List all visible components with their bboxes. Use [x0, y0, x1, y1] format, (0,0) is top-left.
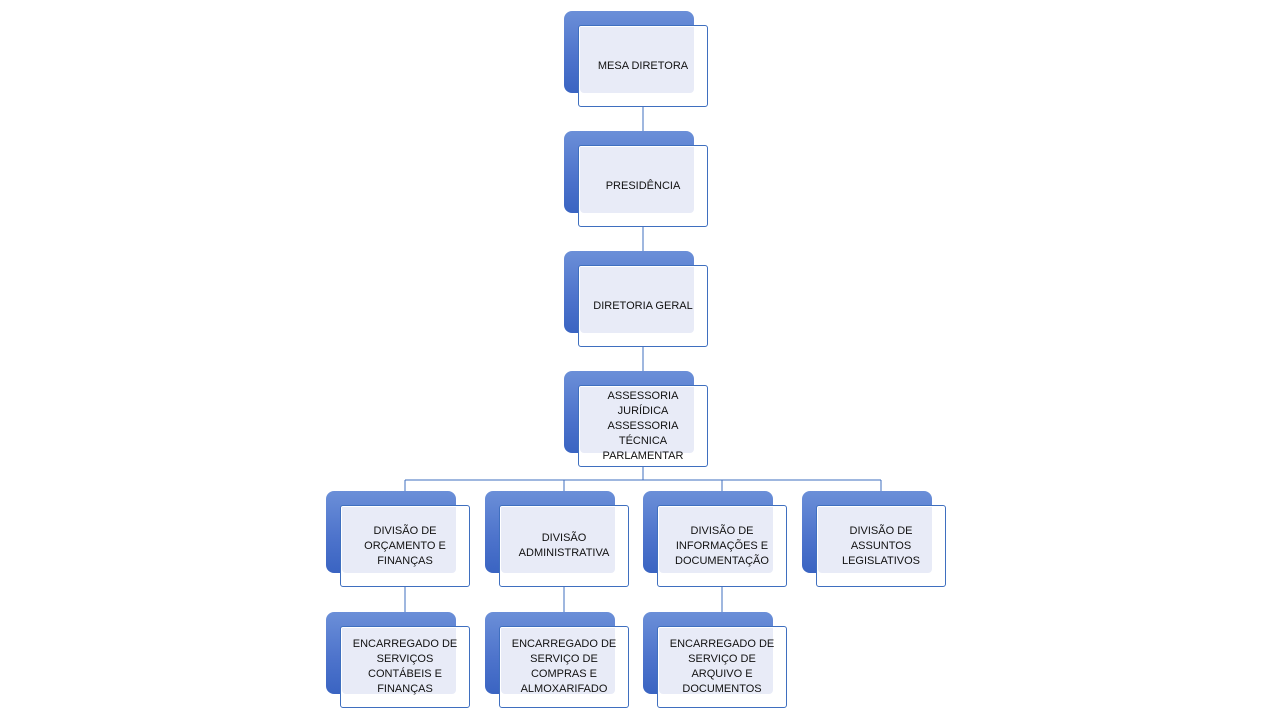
node-label: DIRETORIA GERAL: [583, 299, 703, 314]
node-label: DIVISÃO ADMINISTRATIVA: [504, 531, 624, 561]
node-label: DIVISÃO DE INFORMAÇÕES E DOCUMENTAÇÃO: [662, 524, 782, 569]
node-box: PRESIDÊNCIA: [578, 145, 708, 227]
node-label-line: COMPRAS E: [530, 668, 597, 680]
node-label-line: FINANÇAS: [377, 554, 433, 567]
node-box-fill: [342, 507, 456, 573]
node-box: DIVISÃO ADMINISTRATIVA: [499, 505, 629, 587]
node-box-fill: [342, 628, 456, 694]
node-label-line: INFORMAÇÕES E: [675, 539, 769, 552]
node-box: ENCARREGADO DE SERVIÇO DE COMPRAS E ALMOXAR…: [499, 626, 629, 708]
node-label-line: DIVISÃO: [541, 532, 587, 544]
node-label: DIVISÃO DE ASSUNTOS LEGISLATIVOS: [821, 524, 941, 569]
node-box: DIVISÃO DE ORÇAMENTO E FINANÇAS: [340, 505, 470, 587]
node-box: ENCARREGADO DE SERVIÇO DE ARQUIVO E DOCUMEN…: [657, 626, 787, 708]
org-node-divisao-assuntos: DIVISÃO DE ASSUNTOS LEGISLATIVOS: [802, 491, 946, 587]
org-node-assessorias: ASSESSORIA JURÍDICA ASSESSORIA TÉCNICA PARL…: [564, 371, 708, 467]
node-box-fill: [659, 507, 773, 573]
node-box: DIVISÃO DE ASSUNTOS LEGISLATIVOS: [816, 505, 946, 587]
node-label-line: FINANÇAS: [377, 683, 433, 695]
node-box: DIRETORIA GERAL: [578, 265, 708, 347]
node-box-fill: [580, 27, 694, 93]
node-label-line: ASSESSORIA: [607, 389, 679, 402]
org-node-encarregado-compras: ENCARREGADO DE SERVIÇO DE COMPRAS E ALMOXAR…: [485, 612, 629, 708]
node-label: MESA DIRETORA: [583, 59, 703, 74]
node-label: ENCARREGADO DE SERVIÇO DE ARQUIVO E DOCUMEN…: [662, 637, 782, 697]
node-label-line: ARQUIVO E: [691, 668, 753, 680]
org-node-encarregado-arquivo: ENCARREGADO DE SERVIÇO DE ARQUIVO E DOCUMEN…: [643, 612, 787, 708]
node-box: ENCARREGADO DE SERVIÇOS CONTÁBEIS E FINANÇA…: [340, 626, 470, 708]
node-box-fill: [501, 628, 615, 694]
node-label-line: ADMINISTRATIVA: [518, 547, 610, 559]
node-label-line: ENCARREGADO DE: [511, 638, 617, 650]
node-box-fill: [659, 628, 773, 694]
org-node-encarregado-contabeis: ENCARREGADO DE SERVIÇOS CONTÁBEIS E FINANÇA…: [326, 612, 470, 708]
node-label-line: ENCARREGADO DE: [669, 638, 775, 650]
node-box: MESA DIRETORA: [578, 25, 708, 107]
node-box-fill: [818, 507, 932, 573]
node-label-line: DOCUMENTOS: [682, 683, 762, 695]
node-label-line: ALMOXARIFADO: [520, 683, 608, 695]
node-label-line: ORÇAMENTO E: [364, 539, 446, 552]
node-label: ENCARREGADO DE SERVIÇOS CONTÁBEIS E FINANÇA…: [345, 637, 465, 697]
node-box-fill: [580, 387, 694, 453]
node-box-fill: [580, 147, 694, 213]
node-label-line: CONTÁBEIS E: [368, 668, 442, 680]
node-label-line: SERVIÇO DE: [530, 653, 598, 665]
node-label-line: LEGISLATIVOS: [841, 554, 921, 567]
node-label: ENCARREGADO DE SERVIÇO DE COMPRAS E ALMOXAR…: [504, 637, 624, 697]
node-box-fill: [580, 267, 694, 333]
node-label-line: ASSESSORIA TÉCNICA: [607, 419, 679, 447]
node-label-line: PRESIDÊNCIA: [605, 179, 681, 192]
node-label-line: SERVIÇOS: [376, 653, 434, 665]
node-label-line: JURÍDICA: [617, 404, 669, 417]
node-box: ASSESSORIA JURÍDICA ASSESSORIA TÉCNICA PARL…: [578, 385, 708, 467]
org-node-mesa-diretora: MESA DIRETORA: [564, 11, 708, 107]
org-node-presidencia: PRESIDÊNCIA: [564, 131, 708, 227]
node-label-line: DIVISÃO DE: [849, 524, 913, 537]
node-label-line: PARLAMENTAR: [602, 449, 684, 462]
node-label: PRESIDÊNCIA: [583, 179, 703, 194]
node-label-line: DIVISÃO DE: [690, 524, 754, 537]
org-node-divisao-informacoes: DIVISÃO DE INFORMAÇÕES E DOCUMENTAÇÃO: [643, 491, 787, 587]
node-box: DIVISÃO DE INFORMAÇÕES E DOCUMENTAÇÃO: [657, 505, 787, 587]
node-label-line: DIRETORIA GERAL: [593, 299, 693, 312]
node-label-line: DOCUMENTAÇÃO: [675, 554, 769, 567]
node-label-line: SERVIÇO DE: [688, 653, 756, 665]
node-box-fill: [501, 507, 615, 573]
node-label: ASSESSORIA JURÍDICA ASSESSORIA TÉCNICA PARL…: [583, 389, 703, 464]
node-label-line: DIVISÃO DE: [373, 524, 437, 537]
org-node-diretoria-geral: DIRETORIA GERAL: [564, 251, 708, 347]
node-label: DIVISÃO DE ORÇAMENTO E FINANÇAS: [345, 524, 465, 569]
node-label-line: ENCARREGADO DE: [352, 638, 458, 650]
node-label-line: ASSUNTOS: [850, 539, 912, 552]
node-label-line: MESA DIRETORA: [597, 59, 689, 72]
org-node-divisao-administrativa: DIVISÃO ADMINISTRATIVA: [485, 491, 629, 587]
org-node-divisao-orcamento: DIVISÃO DE ORÇAMENTO E FINANÇAS: [326, 491, 470, 587]
